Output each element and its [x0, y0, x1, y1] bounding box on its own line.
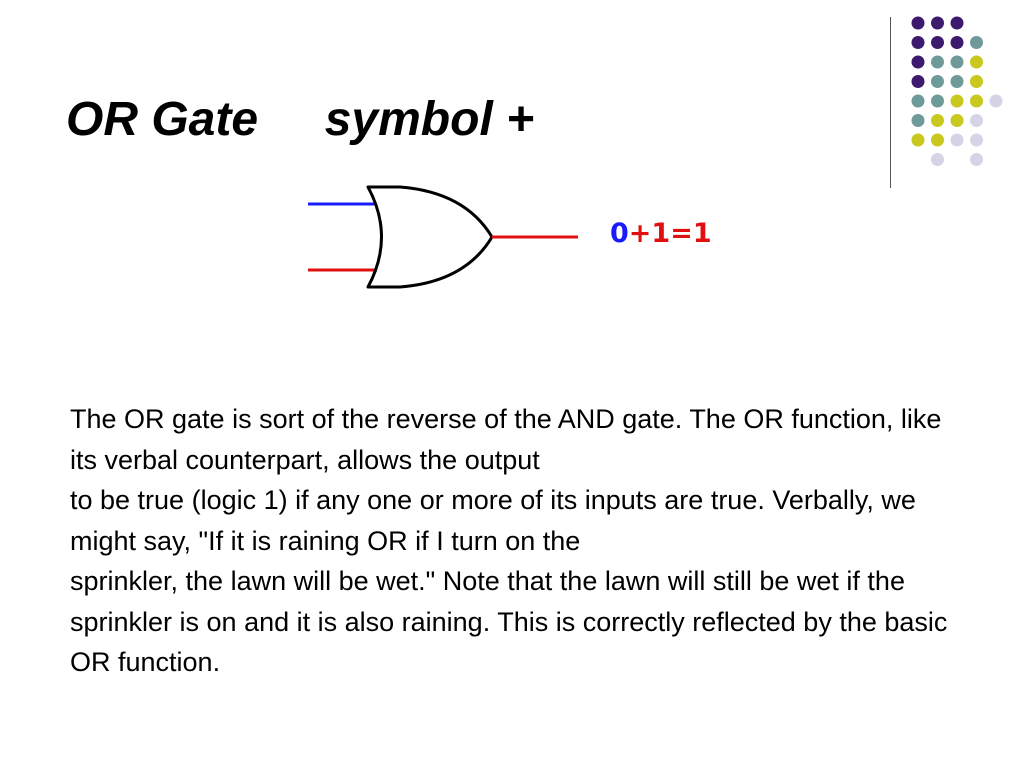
decorative-dot: [950, 16, 964, 30]
decorative-dot: [931, 55, 944, 69]
decorative-dot: [970, 94, 983, 108]
or-gate-diagram: [308, 185, 578, 289]
decorative-dot: [970, 114, 983, 127]
decorative-dot-grid: [911, 16, 1003, 166]
decorative-dot: [911, 133, 925, 147]
decorative-dot: [911, 55, 925, 69]
decorative-dot: [911, 16, 925, 30]
decorative-dot: [970, 36, 983, 49]
decorative-dot: [911, 36, 925, 49]
decorative-dot: [950, 75, 964, 88]
decorative-dot: [950, 114, 964, 127]
decorative-dot: [931, 133, 944, 147]
decorative-dot: [950, 94, 964, 108]
decorative-dot: [950, 133, 964, 147]
decorative-dot: [970, 153, 983, 166]
decorative-dot: [950, 36, 964, 49]
decorative-dot: [911, 114, 925, 127]
body-paragraph: The OR gate is sort of the reverse of th…: [70, 404, 948, 677]
or-gate-symbol: [366, 185, 494, 289]
decorative-dot: [911, 75, 925, 88]
decorative-dot: [989, 94, 1003, 108]
decorative-dot: [931, 16, 944, 30]
decorative-dot: [911, 94, 925, 108]
decorative-dot: [970, 55, 983, 69]
decorative-dot: [931, 36, 944, 49]
decorative-dot: [970, 75, 983, 88]
or-equation: 0+1=1: [610, 220, 712, 247]
decorative-dot: [931, 114, 944, 127]
decorative-dot: [931, 94, 944, 108]
title-divider-line: [890, 17, 891, 188]
slide-title: OR Gate symbol +: [66, 93, 535, 146]
decorative-dot: [931, 75, 944, 88]
decorative-dot: [970, 133, 983, 147]
equation-input-zero: 0: [610, 218, 629, 249]
decorative-dot: [931, 153, 944, 166]
decorative-dot: [950, 55, 964, 69]
equation-rest: +1=1: [628, 218, 712, 249]
